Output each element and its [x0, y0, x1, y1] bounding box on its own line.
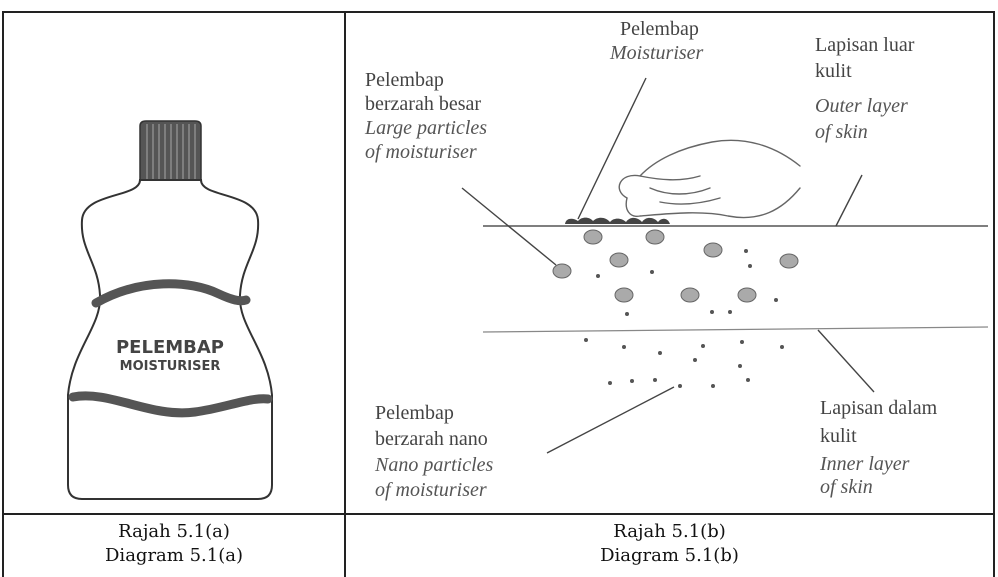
large-particles: [553, 230, 798, 302]
leader-nano-particles: [547, 387, 674, 453]
inner-skin-layer-line: [483, 327, 988, 332]
label-moisturiser-en: Moisturiser: [610, 42, 703, 64]
label-inner-ms-1: Lapisan dalam: [820, 397, 937, 419]
label-outer-ms-2: kulit: [815, 60, 852, 82]
bottle-label-ms: PELEMBAP: [60, 337, 280, 358]
leader-lines: [462, 78, 874, 453]
label-large-en-1: Large particles: [365, 117, 487, 139]
bottle-label-en: MOISTURISER: [60, 359, 280, 374]
leader-inner-layer: [818, 330, 874, 392]
moisturiser-bottle: [68, 121, 272, 499]
label-nano-en-2: of moisturiser: [375, 479, 487, 501]
label-outer-en-2: of skin: [815, 121, 868, 143]
caption-b-en: Diagram 5.1(b): [345, 545, 994, 567]
label-large-ms-1: Pelembap: [365, 69, 444, 91]
leader-outer-layer: [836, 175, 862, 226]
caption-a-ms: Rajah 5.1(a): [3, 521, 345, 543]
label-large-ms-2: berzarah besar: [365, 93, 481, 115]
caption-b-ms: Rajah 5.1(b): [345, 521, 994, 543]
applied-moisturiser-layer: [565, 218, 670, 224]
leader-moisturiser: [578, 78, 646, 219]
label-inner-ms-2: kulit: [820, 425, 857, 447]
nano-particles: [584, 249, 784, 388]
label-inner-en-2: of skin: [820, 476, 873, 498]
label-moisturiser-ms: Pelembap: [620, 18, 699, 40]
label-nano-ms-1: Pelembap: [375, 402, 454, 424]
hand-icon: [619, 140, 800, 217]
label-nano-ms-2: berzarah nano: [375, 428, 488, 450]
label-inner-en-1: Inner layer: [820, 453, 909, 475]
caption-a-en: Diagram 5.1(a): [3, 545, 345, 567]
label-outer-ms-1: Lapisan luar: [815, 34, 914, 56]
label-outer-en-1: Outer layer: [815, 95, 908, 117]
label-large-en-2: of moisturiser: [365, 141, 477, 163]
label-nano-en-1: Nano particles: [375, 454, 493, 476]
